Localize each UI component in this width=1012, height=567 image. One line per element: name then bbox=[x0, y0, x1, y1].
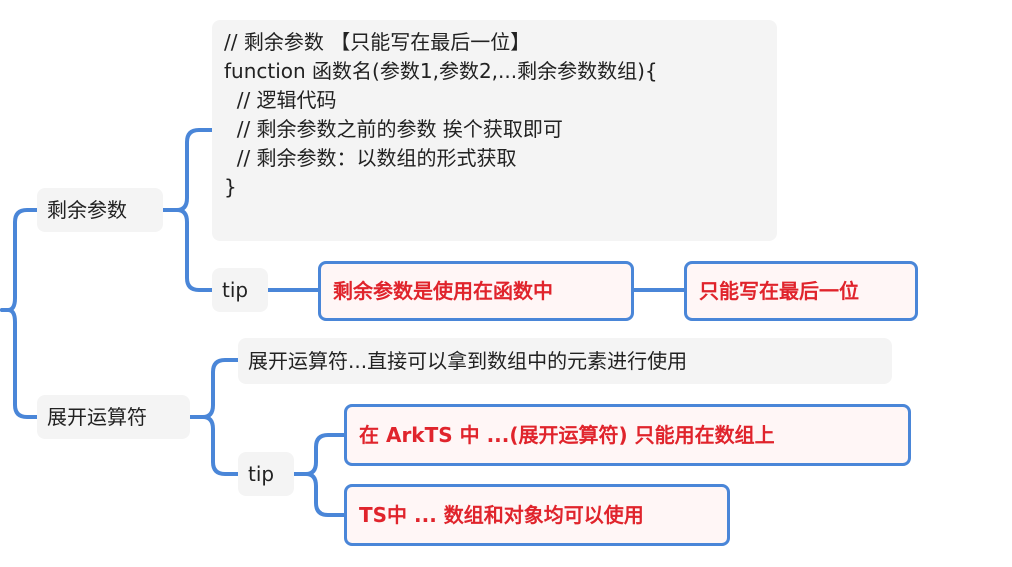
root-link-spread bbox=[0, 308, 39, 419]
spread-tip-ts[interactable]: TS中 ... 数组和对象均可以使用 bbox=[344, 484, 730, 546]
rest-params-tip-main-text: 剩余参数是使用在函数中 bbox=[333, 278, 553, 303]
code-line: // 剩余参数之前的参数 挨个获取即可 bbox=[224, 117, 563, 141]
code-line: } bbox=[224, 175, 237, 199]
rest-params-tip-main[interactable]: 剩余参数是使用在函数中 bbox=[318, 261, 634, 321]
code-line: // 剩余参数：以数组的形式获取 bbox=[224, 146, 517, 170]
code-line: // 逻辑代码 bbox=[224, 88, 337, 112]
rest-link-tip bbox=[161, 208, 214, 292]
code-line: function 函数名(参数1,参数2,...剩余参数数组){ bbox=[224, 59, 658, 83]
spread-tip-arkts[interactable]: 在 ArkTS 中 ...(展开运算符) 只能用在数组上 bbox=[344, 404, 911, 466]
rest-params-code-block[interactable]: // 剩余参数 【只能写在最后一位】 function 函数名(参数1,参数2,… bbox=[212, 20, 777, 241]
spread-tip-ts-text: TS中 ... 数组和对象均可以使用 bbox=[359, 502, 644, 527]
spread-operator-desc-text: 展开运算符...直接可以拿到数组中的元素进行使用 bbox=[248, 348, 688, 373]
rest-params-tip[interactable]: tip bbox=[212, 268, 268, 312]
spread-operator-desc[interactable]: 展开运算符...直接可以拿到数组中的元素进行使用 bbox=[238, 338, 892, 384]
rest-link-code bbox=[161, 128, 214, 212]
code-line: // 剩余参数 【只能写在最后一位】 bbox=[224, 30, 531, 54]
spread-link-tip bbox=[188, 415, 240, 476]
spread-link-desc bbox=[188, 358, 240, 419]
tip2-link-second bbox=[292, 472, 346, 517]
spread-operator-tip[interactable]: tip bbox=[238, 452, 294, 496]
rest-params-tip-label: tip bbox=[222, 277, 249, 302]
spread-operator-tip-label: tip bbox=[248, 461, 275, 486]
rest-params-tip-sub-text: 只能写在最后一位 bbox=[699, 278, 859, 303]
rest-params-tip-sub[interactable]: 只能写在最后一位 bbox=[684, 261, 918, 321]
spread-tip-arkts-text: 在 ArkTS 中 ...(展开运算符) 只能用在数组上 bbox=[359, 422, 775, 447]
branch-spread-operator[interactable]: 展开运算符 bbox=[37, 395, 190, 439]
root-link-rest bbox=[0, 208, 39, 312]
branch-rest-params[interactable]: 剩余参数 bbox=[37, 188, 163, 232]
tip2-link-first bbox=[292, 433, 346, 476]
branch-rest-params-label: 剩余参数 bbox=[47, 197, 127, 222]
branch-spread-operator-label: 展开运算符 bbox=[47, 404, 147, 429]
